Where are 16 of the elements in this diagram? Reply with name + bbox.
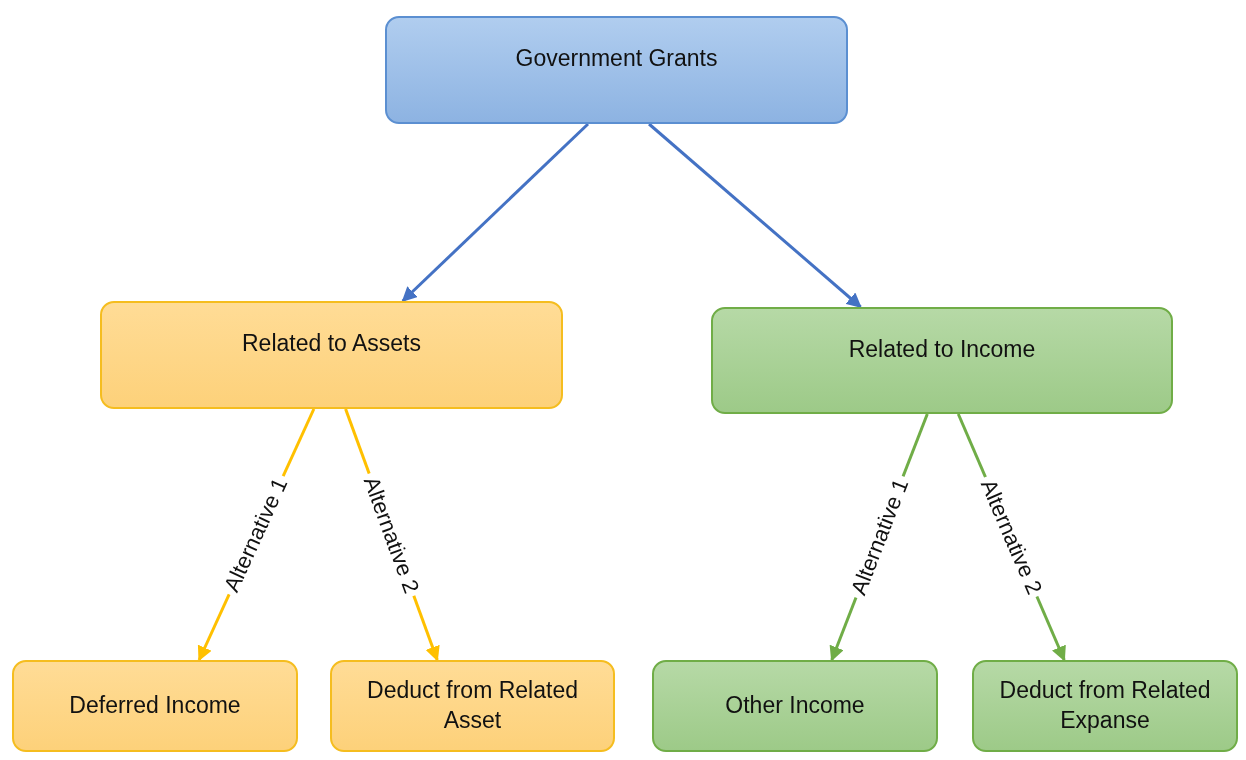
process-box bbox=[100, 301, 563, 409]
arrow bbox=[401, 122, 590, 303]
box-label: Deduct from Related Asset bbox=[366, 676, 579, 735]
process-box bbox=[711, 307, 1173, 414]
box-label: Related to Assets bbox=[242, 329, 421, 358]
box-label: Government Grants bbox=[515, 44, 718, 73]
process-box bbox=[12, 660, 298, 752]
process-box bbox=[972, 660, 1238, 752]
box-label: Deferred Income bbox=[69, 691, 241, 721]
box-label: Other Income bbox=[725, 691, 865, 721]
box-label: Related to Income bbox=[848, 335, 1036, 364]
process-box bbox=[385, 16, 848, 124]
process-box bbox=[330, 660, 615, 752]
process-box bbox=[652, 660, 938, 752]
box-label: Deduct from Related Expanse bbox=[998, 676, 1212, 735]
arrow bbox=[648, 122, 862, 309]
